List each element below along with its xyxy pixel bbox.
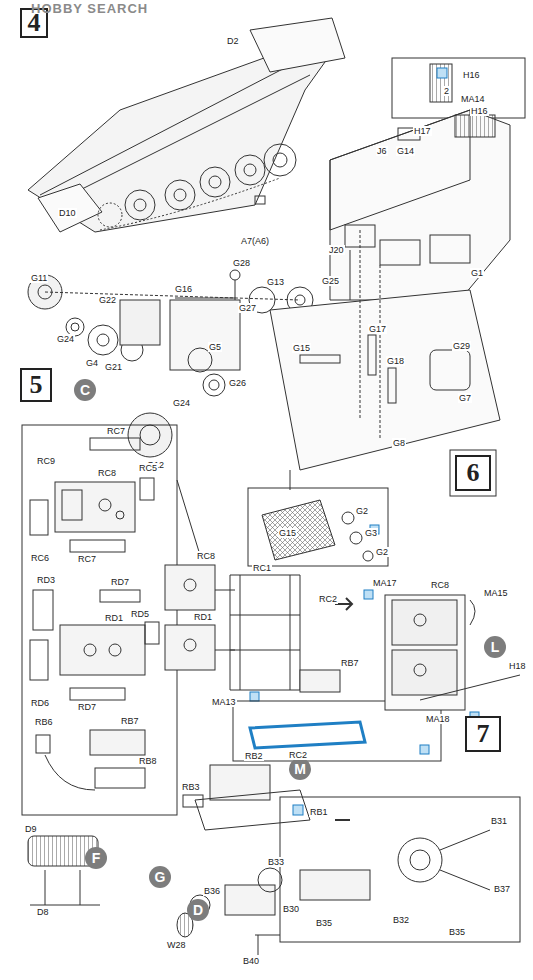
part-number: B35 [315, 918, 333, 928]
part-number: G25 [321, 276, 340, 286]
part-number: B35 [448, 927, 466, 937]
part-number: D10 [58, 208, 77, 218]
part-number: G11 [30, 273, 48, 283]
part-number: G15 [292, 343, 311, 353]
part-number: RD6 [30, 698, 50, 708]
watermark: HOBBY SEARCH [30, 4, 149, 14]
part-number: RC5 [138, 463, 158, 473]
part-number: B37 [493, 884, 511, 894]
part-number: A7(A6) [240, 236, 270, 246]
part-number: H16 [462, 70, 481, 80]
circled-letter: M [289, 758, 311, 780]
part-number: J20 [328, 245, 345, 255]
step-label: 7 [477, 719, 490, 749]
step-label: C [80, 382, 90, 398]
part-number: G18 [386, 356, 405, 366]
part-number: RC8 [97, 468, 117, 478]
part-number: G16 [174, 284, 193, 294]
part-number: RC2 [318, 594, 338, 604]
part-number: RD5 [130, 609, 150, 619]
part-number: RC7 [77, 554, 97, 564]
part-number: B32 [392, 915, 410, 925]
part-number: MA14 [460, 94, 486, 104]
part-number: RD7 [77, 702, 97, 712]
part-number: B36 [203, 886, 221, 896]
part-number: G21 [104, 362, 123, 372]
part-number: RB3 [181, 782, 201, 792]
part-number: MA17 [372, 578, 398, 588]
part-number: RC7 [106, 426, 126, 436]
part-number: G26 [228, 378, 247, 388]
part-number: RB7 [340, 658, 360, 668]
part-number: G27 [238, 303, 257, 313]
part-number: RB7 [120, 716, 140, 726]
part-number: D2 [226, 36, 240, 46]
part-number: H18 [508, 661, 527, 671]
part-number: RD1 [193, 612, 213, 622]
part-number: RD7 [110, 577, 130, 587]
circled-letter: F [85, 847, 107, 869]
part-number: G1 [470, 268, 484, 278]
part-number: W28 [166, 940, 187, 950]
part-number: RD3 [36, 575, 56, 585]
part-number: RC2 [288, 750, 308, 760]
step-number: 6 [455, 455, 491, 491]
part-number: RC8 [430, 580, 450, 590]
step-label: D [193, 902, 203, 918]
part-number: MA18 [425, 714, 451, 724]
circled-letter: C [74, 379, 96, 401]
step-label: F [92, 850, 101, 866]
part-number: RB6 [34, 717, 54, 727]
part-number: G4 [85, 358, 99, 368]
circled-letter: L [484, 636, 506, 658]
part-number: B31 [490, 816, 508, 826]
part-number: 2 [443, 86, 450, 96]
part-number: G14 [396, 146, 415, 156]
part-number: G2 [355, 506, 369, 516]
part-number: G8 [392, 438, 406, 448]
step-label: L [491, 639, 500, 655]
part-number: RC8 [196, 551, 216, 561]
part-number: G17 [368, 324, 387, 334]
part-number: G22 [98, 295, 117, 305]
step-label: 5 [30, 370, 43, 400]
part-number: RB2 [244, 751, 264, 761]
circled-letter: G [149, 866, 171, 888]
step-number: 7 [465, 716, 501, 752]
part-number: G28 [232, 258, 251, 268]
part-number: RD1 [104, 613, 124, 623]
part-number: G15 [278, 528, 297, 538]
circled-letter: D [187, 899, 209, 921]
step-label: G [155, 869, 166, 885]
part-number: G29 [452, 341, 471, 351]
part-number: J6 [376, 146, 388, 156]
part-number: MA13 [211, 697, 237, 707]
part-number: RB8 [138, 756, 158, 766]
part-number: G24 [172, 398, 191, 408]
part-number: B33 [267, 857, 285, 867]
part-number: G7 [458, 393, 472, 403]
part-number: G13 [266, 277, 285, 287]
part-number: B30 [282, 904, 300, 914]
part-number: RC1 [252, 563, 272, 573]
step-number: 5 [20, 368, 52, 402]
part-number: G3 [364, 528, 378, 538]
part-number: D8 [36, 907, 50, 917]
part-number: MA15 [483, 588, 509, 598]
part-number: H17 [413, 126, 432, 136]
part-number: D9 [24, 824, 38, 834]
part-number: RC9 [36, 456, 56, 466]
part-number: H16 [470, 106, 489, 116]
step-label: M [294, 761, 306, 777]
part-number: RC6 [30, 553, 50, 563]
part-number: G2 [375, 547, 389, 557]
part-number: G24 [56, 334, 75, 344]
part-number: RB1 [309, 807, 329, 817]
step-label: 6 [467, 458, 480, 488]
part-number: B40 [242, 956, 260, 966]
part-number: G5 [208, 342, 222, 352]
